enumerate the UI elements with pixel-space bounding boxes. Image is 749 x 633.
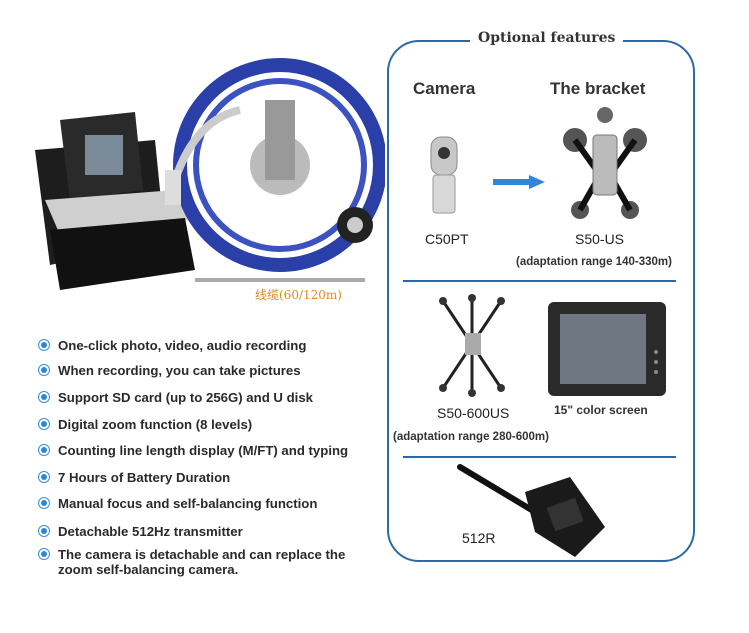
bracket-s50-600us-image <box>439 294 505 397</box>
feature-text: When recording, you can take pictures <box>58 363 301 378</box>
cable-reel <box>165 58 385 282</box>
receiver-model-label: 512R <box>462 530 496 546</box>
camera-header: Camera <box>413 79 476 98</box>
cable-caption: 线缆(60/120m) <box>255 288 342 302</box>
feature-text: 7 Hours of Battery Duration <box>58 470 231 485</box>
divider <box>403 280 676 282</box>
feature-text: Detachable 512Hz transmitter <box>58 524 243 539</box>
bullet-icon <box>38 364 50 376</box>
bracket-s50-us-image <box>563 107 647 219</box>
camera-image <box>430 136 458 214</box>
feature-text: Manual focus and self-balancing function <box>58 496 318 511</box>
bracket-range-note: (adaptation range 140-330m) <box>516 256 672 268</box>
bracket2-range-note: (adaptation range 280-600m) <box>393 431 549 443</box>
bullet-icon <box>38 525 50 537</box>
feature-item: Support SD card (up to 256G) and U disk <box>38 390 313 405</box>
feature-item: Counting line length display (M/FT) and … <box>38 443 348 458</box>
receiver-512r-image <box>457 464 605 557</box>
feature-item: Detachable 512Hz transmitter <box>38 524 243 539</box>
feature-text: Digital zoom function (8 levels) <box>58 417 253 432</box>
arrow-right-icon <box>493 175 545 189</box>
screen-label: 15" color screen <box>554 403 648 417</box>
pipe-inspection-system-image <box>35 58 385 290</box>
color-screen-image <box>548 302 666 396</box>
feature-item: The camera is detachable and can replace… <box>38 547 378 577</box>
feature-item: When recording, you can take pictures <box>38 363 301 378</box>
camera-model-label: C50PT <box>425 231 469 247</box>
feature-item: Digital zoom function (8 levels) <box>38 417 252 432</box>
bullet-icon <box>38 418 50 430</box>
bracket-model-label: S50-US <box>575 231 625 247</box>
feature-text: One-click photo, video, audio recording <box>58 338 307 353</box>
optional-features-title: Optional features <box>470 30 624 46</box>
feature-item: Manual focus and self-balancing function <box>38 496 317 511</box>
divider <box>403 456 676 458</box>
bullet-icon <box>38 471 50 483</box>
bracket-header: The bracket <box>550 79 646 98</box>
bullet-icon <box>38 497 50 509</box>
feature-text: The camera is detachable and can replace… <box>58 547 346 577</box>
bullet-icon <box>38 391 50 403</box>
feature-item: One-click photo, video, audio recording <box>38 338 306 353</box>
bullet-icon <box>38 444 50 456</box>
feature-item: 7 Hours of Battery Duration <box>38 470 230 485</box>
bullet-icon <box>38 548 50 560</box>
feature-text: Support SD card (up to 256G) and U disk <box>58 390 313 405</box>
control-case <box>35 112 195 290</box>
bracket2-model-label: S50-600US <box>437 405 510 421</box>
bullet-icon <box>38 339 50 351</box>
feature-text: Counting line length display (M/FT) and … <box>58 443 349 458</box>
